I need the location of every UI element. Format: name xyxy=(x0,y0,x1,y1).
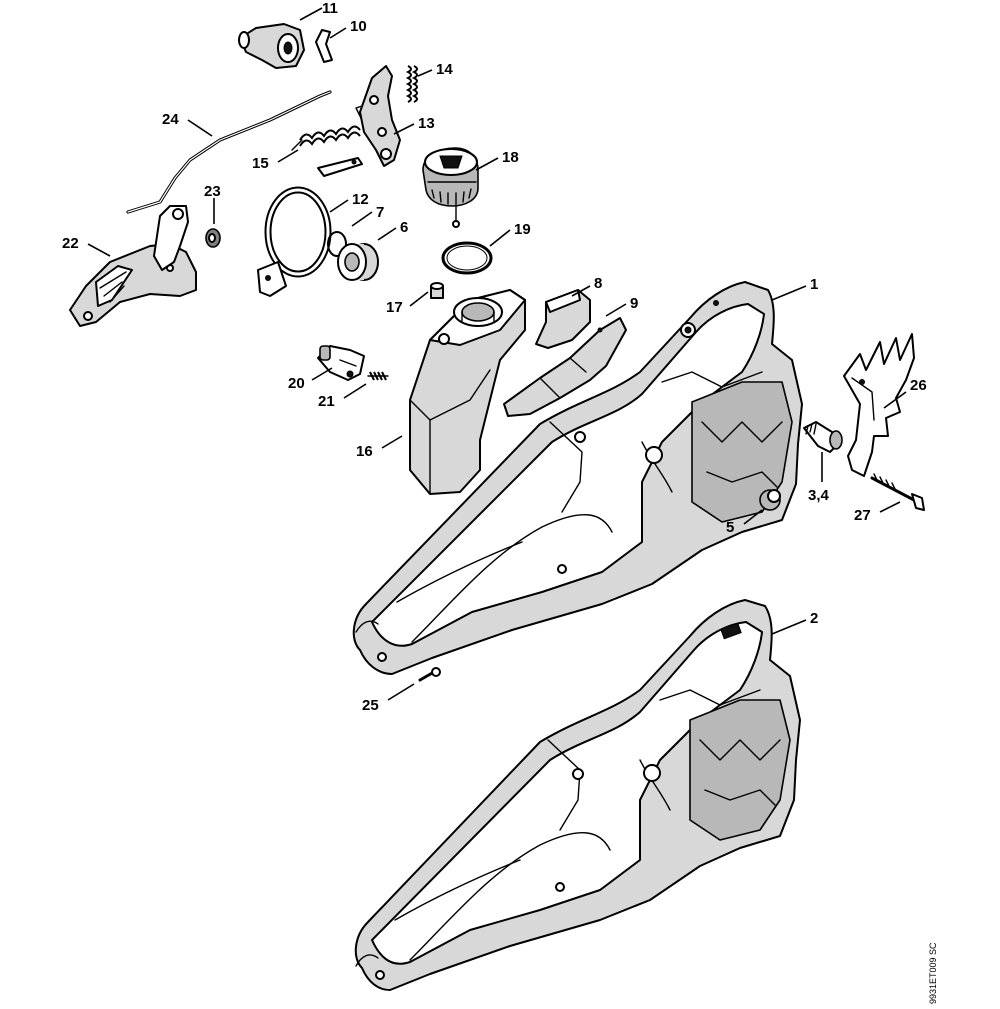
callout-16: 16 xyxy=(356,443,373,460)
callout-22: 22 xyxy=(62,235,79,252)
callout-5: 5 xyxy=(726,519,734,536)
bearing-part-6[interactable] xyxy=(337,243,379,281)
callout-21: 21 xyxy=(318,393,335,410)
vent-part-17[interactable] xyxy=(430,282,444,299)
plate-part-8[interactable] xyxy=(535,289,591,349)
sleeve-part-5[interactable] xyxy=(759,489,781,511)
callout-25: 25 xyxy=(362,697,379,714)
screw-part-25[interactable] xyxy=(418,667,441,682)
callout-26: 26 xyxy=(910,377,927,394)
screw-part-21[interactable] xyxy=(367,371,389,381)
spring-part-15[interactable] xyxy=(291,103,369,151)
screw-part-27[interactable] xyxy=(870,473,925,511)
callout-9: 9 xyxy=(630,295,638,312)
switch-part-11[interactable] xyxy=(238,23,305,69)
callout-12: 12 xyxy=(352,191,369,208)
clip-part-10[interactable] xyxy=(315,29,333,63)
callout-10: 10 xyxy=(350,18,367,35)
switch-rod-part-24[interactable] xyxy=(126,90,332,271)
tank-part-16[interactable] xyxy=(409,289,526,495)
arm-part-13[interactable] xyxy=(359,65,401,167)
callout-19: 19 xyxy=(514,221,531,238)
callout-1: 1 xyxy=(810,276,818,293)
callout-20: 20 xyxy=(288,375,305,392)
bumper-spike-part-26[interactable] xyxy=(843,333,915,477)
spring-part-14[interactable] xyxy=(405,65,418,103)
housing-part-1[interactable] xyxy=(352,281,803,675)
callout-15: 15 xyxy=(252,155,269,172)
image-code: 9931ET009 SC xyxy=(928,942,938,1004)
callout-11: 11 xyxy=(322,0,338,17)
callout-2: 2 xyxy=(810,610,818,627)
callout-6: 6 xyxy=(400,219,408,236)
plate-part-9[interactable] xyxy=(503,317,627,417)
callout-17: 17 xyxy=(386,299,403,316)
o-ring-part-19[interactable] xyxy=(441,241,493,275)
callout-27: 27 xyxy=(854,507,871,524)
callout-13: 13 xyxy=(418,115,435,132)
brake-band-part-12[interactable] xyxy=(257,157,363,297)
callout-7: 7 xyxy=(376,204,384,221)
callout-18: 18 xyxy=(502,149,519,166)
callout-labels: 11 10 14 13 24 15 12 7 6 18 19 23 22 8 9… xyxy=(62,0,927,714)
bushing-part-23[interactable] xyxy=(205,228,221,248)
callout-8: 8 xyxy=(594,275,602,292)
stud-part-3-4[interactable] xyxy=(803,421,843,453)
adjuster-part-20[interactable] xyxy=(317,345,365,381)
housing-part-2[interactable] xyxy=(354,599,801,991)
callout-3-4: 3,4 xyxy=(808,487,830,504)
leader-lines xyxy=(87,7,907,701)
callout-14: 14 xyxy=(436,61,453,78)
callout-24: 24 xyxy=(162,111,179,128)
oil-cap-part-18[interactable] xyxy=(422,147,479,228)
o-ring-part-7[interactable] xyxy=(327,231,347,257)
callout-23: 23 xyxy=(204,183,221,200)
